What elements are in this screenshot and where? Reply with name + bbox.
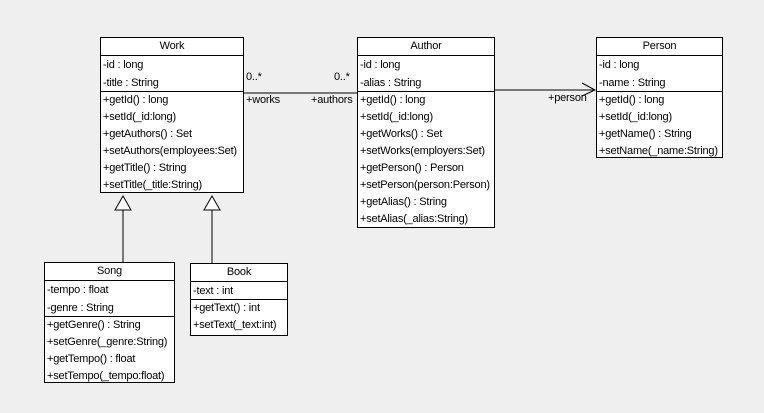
method-row: +getTempo() : float	[47, 353, 136, 365]
method-row: +setText(_text:int)	[193, 319, 277, 331]
method-row: +getText() : int	[193, 302, 260, 314]
attribute-row: -alias : String	[360, 77, 422, 89]
method-row: +getPerson() : Person	[360, 162, 464, 174]
method-row: +setId(_id:long)	[360, 111, 433, 123]
method-row: +setWorks(employers:Set)	[360, 145, 485, 157]
class-song-attributes: -tempo : float -genre : String	[45, 281, 174, 317]
method-row: +getId() : long	[103, 94, 169, 106]
method-row: +setGenre(_genre:String)	[47, 336, 168, 348]
class-author[interactable]: Author -id : long -alias : String +getId…	[357, 37, 495, 228]
attribute-row: -id : long	[360, 59, 401, 71]
class-work-name: Work	[101, 38, 243, 56]
method-row: +getWorks() : Set	[360, 128, 443, 140]
method-row: +getAuthors() : Set	[103, 128, 192, 140]
method-row: +setName(_name:String)	[599, 145, 718, 157]
method-row: +setAlias(_alias:String)	[360, 213, 468, 225]
method-row: +getAlias() : String	[360, 196, 447, 208]
multiplicity-label-work-end: 0..*	[246, 71, 262, 83]
attribute-row: -text : int	[193, 285, 233, 297]
generalization-book-work[interactable]	[203, 194, 221, 263]
class-song-name: Song	[45, 263, 174, 281]
class-author-methods: +getId() : long +setId(_id:long) +getWor…	[358, 92, 494, 227]
class-song-methods: +getGenre() : String +setGenre(_genre:St…	[45, 317, 174, 382]
method-row: +getId() : long	[360, 94, 426, 106]
attribute-row: -id : long	[103, 59, 144, 71]
class-person-methods: +getId() : long +setId(_id:long) +getNam…	[597, 92, 722, 157]
hollow-triangle-icon	[203, 194, 221, 211]
attribute-row: -id : long	[599, 59, 640, 71]
role-label-person: +person	[548, 92, 587, 104]
class-person-attributes: -id : long -name : String	[597, 56, 722, 92]
method-row: +getGenre() : String	[47, 319, 141, 331]
association-author-person[interactable]	[495, 82, 597, 97]
class-work-methods: +getId() : long +setId(_id:long) +getAut…	[101, 92, 243, 192]
method-row: +setPerson(person:Person)	[360, 179, 490, 191]
attribute-row: -tempo : float	[47, 284, 109, 296]
hollow-triangle-icon	[114, 194, 132, 211]
attribute-row: -name : String	[599, 77, 666, 89]
attribute-row: -title : String	[103, 77, 159, 89]
class-song[interactable]: Song -tempo : float -genre : String +get…	[44, 262, 175, 383]
class-work[interactable]: Work -id : long -title : String +getId()…	[100, 37, 244, 193]
class-book-attributes: -text : int	[191, 282, 287, 300]
generalization-song-work[interactable]	[114, 194, 132, 262]
method-row: +getId() : long	[599, 94, 665, 106]
class-book-name: Book	[191, 264, 287, 282]
class-person-name: Person	[597, 38, 722, 56]
class-book[interactable]: Book -text : int +getText() : int +setTe…	[190, 263, 288, 336]
method-row: +setId(_id:long)	[103, 111, 176, 123]
method-row: +setTitle(_title:String)	[103, 179, 203, 191]
method-row: +getTitle() : String	[103, 162, 187, 174]
method-row: +getName() : String	[599, 128, 692, 140]
class-person[interactable]: Person -id : long -name : String +getId(…	[596, 37, 723, 158]
role-label-authors: +authors	[311, 94, 353, 106]
class-author-attributes: -id : long -alias : String	[358, 56, 494, 92]
open-arrowhead-icon	[581, 82, 597, 97]
class-work-attributes: -id : long -title : String	[101, 56, 243, 92]
method-row: +setTempo(_tempo:float)	[47, 370, 165, 382]
role-label-works: +works	[246, 94, 280, 106]
class-book-methods: +getText() : int +setText(_text:int)	[191, 300, 287, 335]
class-author-name: Author	[358, 38, 494, 56]
method-row: +setAuthors(employees:Set)	[103, 145, 237, 157]
multiplicity-label-author-end: 0..*	[334, 71, 350, 83]
attribute-row: -genre : String	[47, 302, 114, 314]
method-row: +setId(_id:long)	[599, 111, 672, 123]
